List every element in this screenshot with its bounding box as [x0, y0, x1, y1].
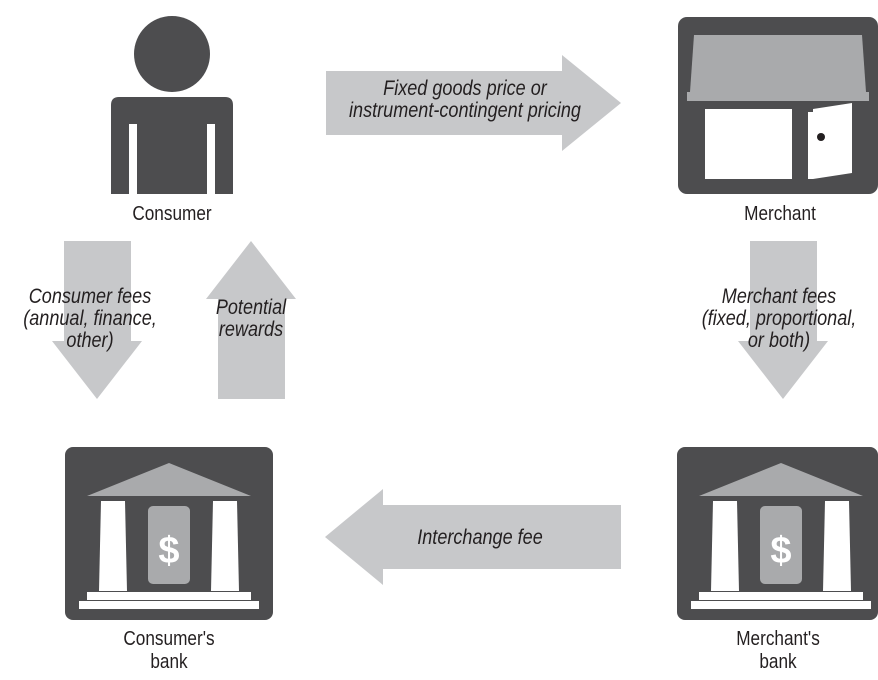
- consumer-bank-label-line1: Consumer's: [123, 628, 215, 650]
- dollar-sign: $: [770, 530, 791, 572]
- rewards-line1: Potential: [215, 296, 287, 319]
- merchant-bank-label-line1: Merchant's: [736, 628, 820, 650]
- rewards-line2: rewards: [218, 318, 284, 341]
- dollar-sign: $: [158, 530, 179, 572]
- consumer-label: Consumer: [132, 203, 212, 225]
- interchange-line1: Interchange fee: [417, 526, 543, 549]
- merchant-fees-arrow: [738, 241, 828, 399]
- merchant-fees-label: Merchant fees (fixed, proportional, or b…: [694, 286, 864, 352]
- interchange-arrow: [325, 489, 621, 585]
- pricing-arrow: [326, 55, 621, 151]
- bank-icon: $: [677, 447, 878, 620]
- rewards-label: Potential rewards: [191, 297, 311, 341]
- interchange-label: Interchange fee: [394, 527, 566, 549]
- merchant-fees-line2: (fixed, proportional,: [701, 307, 857, 330]
- consumer-bank-label-line2: bank: [150, 651, 188, 673]
- consumer-fees-label: Consumer fees (annual, finance, other): [13, 286, 168, 352]
- consumer-fees-line2: (annual, finance,: [23, 307, 157, 330]
- rewards-arrow: [206, 241, 296, 399]
- store-icon: [678, 17, 878, 194]
- consumer-fees-arrow: [52, 241, 142, 399]
- merchant-bank-label-line2: bank: [759, 651, 797, 673]
- merchant-fees-line3: or both): [747, 329, 811, 352]
- merchant-fees-line1: Merchant fees: [721, 285, 837, 308]
- consumer-fees-line3: other): [66, 329, 114, 352]
- bank-icon: $: [65, 447, 273, 620]
- merchant-label: Merchant: [744, 203, 816, 225]
- pricing-label-line2: instrument-contingent pricing: [349, 99, 581, 122]
- pricing-label-line1: Fixed goods price or: [383, 77, 547, 100]
- consumer-bank-label: Consumer's bank: [100, 628, 238, 674]
- consumer-fees-line1: Consumer fees: [28, 285, 152, 308]
- merchant-bank-label: Merchant's bank: [709, 628, 847, 674]
- pricing-label: Fixed goods price or instrument-continge…: [340, 78, 589, 122]
- person-icon: [111, 16, 233, 194]
